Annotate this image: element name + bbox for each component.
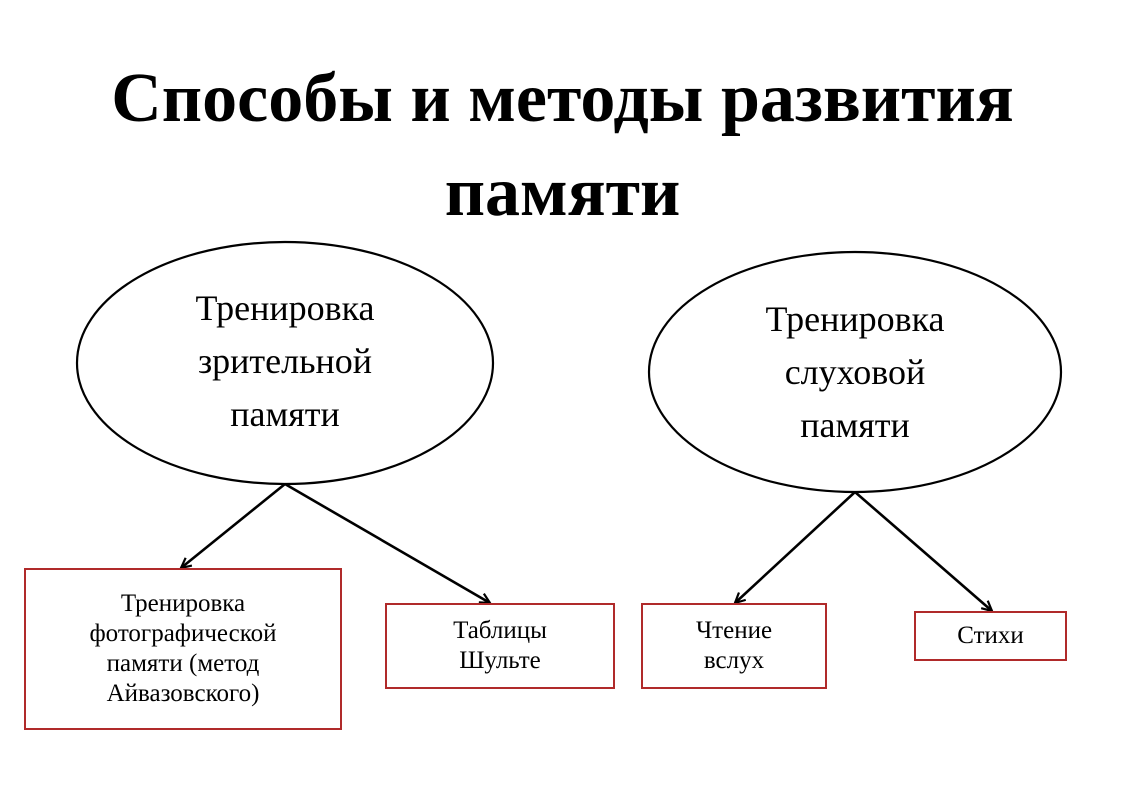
auditory-memory-label: Тренировка слуховой памяти bbox=[690, 293, 1020, 452]
photo-line-4: Айвазовского) bbox=[106, 680, 260, 707]
photographic-memory-box: Тренировка фотографической памяти (метод… bbox=[24, 568, 342, 730]
schulte-tables-box: Таблицы Шульте bbox=[385, 603, 615, 689]
visual-memory-line-1: Тренировка bbox=[195, 288, 375, 328]
reading-aloud-box: Чтение вслух bbox=[641, 603, 827, 689]
visual-memory-label: Тренировка зрительной памяти bbox=[120, 282, 450, 441]
schulte-line-1: Таблицы bbox=[453, 617, 547, 644]
title-line-1: Способы и методы развития bbox=[111, 60, 1014, 137]
diagram-title: Способы и методы развития памяти bbox=[0, 52, 1125, 240]
visual-memory-line-3: памяти bbox=[230, 394, 340, 434]
photo-line-2: фотографической bbox=[89, 620, 277, 647]
schulte-line-2: Шульте bbox=[459, 647, 541, 674]
reading-line-2: вслух bbox=[703, 647, 765, 674]
auditory-memory-line-2: слуховой bbox=[784, 352, 926, 392]
arrow-visual-to-photo bbox=[181, 482, 286, 568]
photo-line-1: Тренировка bbox=[120, 590, 246, 617]
title-line-2: памяти bbox=[444, 154, 681, 231]
visual-memory-line-2: зрительной bbox=[197, 341, 373, 381]
poems-line-1: Стихи bbox=[957, 622, 1024, 649]
arrow-visual-to-schulte bbox=[284, 482, 490, 603]
reading-line-1: Чтение bbox=[695, 617, 773, 644]
arrow-auditory-to-poems bbox=[854, 491, 992, 611]
auditory-memory-line-3: памяти bbox=[800, 405, 910, 445]
auditory-memory-line-1: Тренировка bbox=[765, 299, 945, 339]
poems-box: Стихи bbox=[914, 611, 1067, 661]
arrow-auditory-to-reading bbox=[735, 491, 856, 603]
photo-line-3: памяти (метод bbox=[106, 650, 260, 677]
